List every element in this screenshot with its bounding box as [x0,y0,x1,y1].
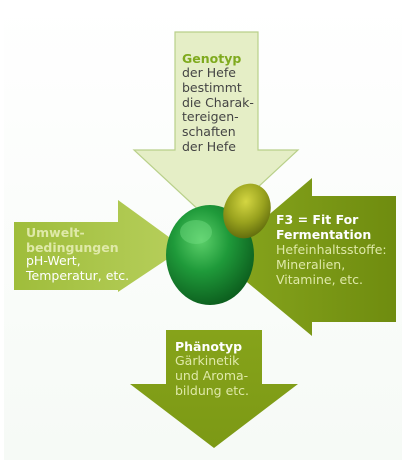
genotyp-line: die Charak- [182,96,272,111]
umwelt-title: Umwelt- bedingungen [26,226,119,256]
genotyp-line: der Hefe [182,140,272,155]
umwelt-line: pH-Wert, [26,254,166,269]
f3-title-line: F3 = Fit For [276,213,371,228]
f3-line: Mineralien, [276,258,396,273]
phaenotyp-line: und Aroma- [175,369,265,384]
f3-title: F3 = Fit For Fermentation [276,213,371,243]
phaenotyp-description: Gärkinetik und Aroma- bildung etc. [175,354,265,398]
phaenotyp-line: Gärkinetik [175,354,265,369]
phaenotyp-line: bildung etc. [175,384,265,399]
genotyp-line: der Hefe [182,66,272,81]
genotyp-line: tereigen- [182,110,272,125]
f3-title-line: Fermentation [276,228,371,243]
umwelt-line: Temperatur, etc. [26,269,166,284]
genotyp-line: bestimmt [182,81,272,96]
f3-line: Hefeinhaltsstoffe: [276,243,396,258]
f3-line: Vitamine, etc. [276,273,396,288]
umwelt-description: pH-Wert, Temperatur, etc. [26,254,166,284]
f3-description: Hefeinhaltsstoffe: Mineralien, Vitamine,… [276,243,396,287]
genotyp-description: der Hefe bestimmt die Charak- tereigen- … [182,66,272,155]
genotyp-line: schaften [182,125,272,140]
yeast-cell-highlight [180,220,212,244]
umwelt-title-line: Umwelt- [26,226,119,241]
